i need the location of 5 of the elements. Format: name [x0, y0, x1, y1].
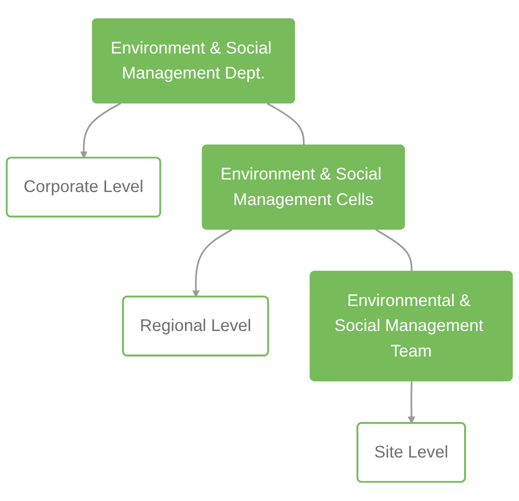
connector [375, 229, 412, 272]
connector [266, 102, 305, 146]
arrow [80, 102, 121, 159]
arrow [408, 381, 416, 424]
arrow [192, 229, 232, 298]
